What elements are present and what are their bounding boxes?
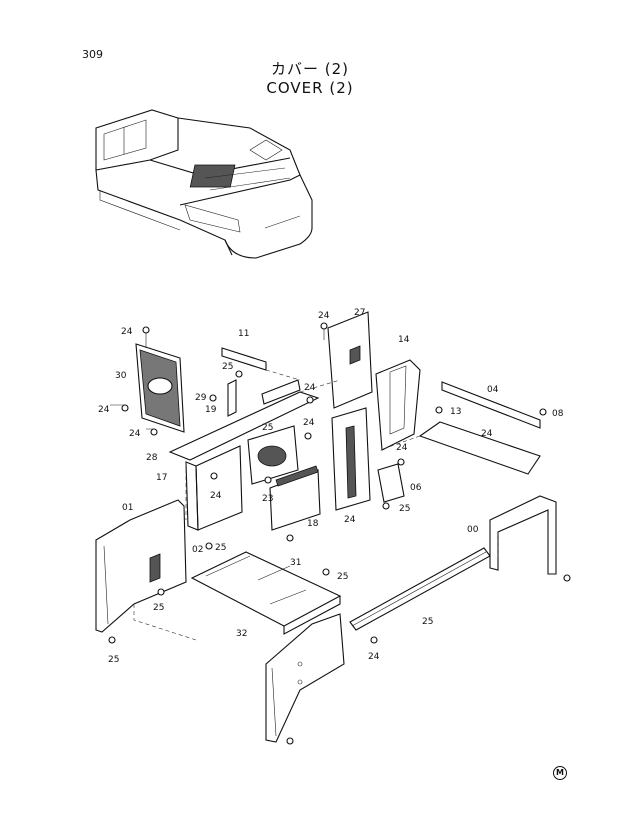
- callout-label: 24: [481, 429, 493, 439]
- callout-labels: 24 30 24 24 28 17 01 25 25 11 25 29 19 2…: [98, 308, 564, 665]
- manufacturer-mark-icon: M: [553, 766, 567, 780]
- callout-label: 01: [122, 503, 133, 513]
- bolt-fasteners: [108, 322, 571, 745]
- callout-label: 18: [307, 519, 319, 529]
- callout-label: 08: [552, 409, 564, 419]
- callout-label: 25: [153, 603, 164, 613]
- callout-label: 13: [450, 407, 461, 417]
- callout-label: 11: [238, 329, 249, 339]
- callout-label: 19: [205, 405, 217, 415]
- callout-label: 32: [236, 629, 247, 639]
- part-06-13-rails: [379, 381, 541, 475]
- callout-label: 24: [368, 652, 380, 662]
- part-32-14-brackets: [375, 359, 421, 503]
- part-19-bracket: [247, 425, 299, 485]
- callout-label: 29: [195, 393, 207, 403]
- callout-label: 25: [222, 362, 233, 372]
- callout-label: 04: [487, 385, 499, 395]
- part-18-panel: [269, 465, 321, 531]
- part-02-floor-plate: [190, 551, 342, 635]
- part-04-side-frame: [489, 495, 557, 575]
- callout-label: 24: [396, 443, 408, 453]
- callout-label: 25: [215, 543, 226, 553]
- excavator-overview-illustration: [95, 109, 313, 259]
- callout-label: 27: [354, 308, 365, 318]
- callout-label: 28: [146, 453, 158, 463]
- callout-label: 25: [399, 504, 410, 514]
- callout-label: 30: [115, 371, 127, 381]
- part-28-17-frame: [168, 379, 341, 531]
- callout-label: 24: [318, 311, 330, 321]
- callout-label: 24: [121, 327, 133, 337]
- callout-label: 24: [304, 383, 316, 393]
- part-11-29-brackets: [221, 347, 301, 417]
- callout-label: 24: [129, 429, 141, 439]
- callout-label: 14: [398, 335, 410, 345]
- callout-label: 25: [108, 655, 119, 665]
- callout-label: 06: [410, 483, 422, 493]
- callout-label: 24: [210, 491, 222, 501]
- callout-label: 25: [337, 572, 348, 582]
- part-08-long-rail: [349, 547, 491, 631]
- part-30-panel: [135, 343, 185, 433]
- callout-label: 23: [262, 494, 273, 504]
- part-01-side-frame: [95, 499, 197, 641]
- callout-label: 17: [156, 473, 167, 483]
- callout-label: 24: [303, 418, 315, 428]
- callout-label: 25: [422, 617, 433, 627]
- part-31-27-plates: [327, 311, 373, 511]
- callout-label: 02: [192, 545, 203, 555]
- callout-label: 31: [290, 558, 301, 568]
- page-number: 309: [82, 48, 103, 61]
- page-title-japanese: カバー (2): [270, 60, 350, 78]
- part-00-front-frame: [265, 613, 345, 743]
- callout-label: 00: [467, 525, 479, 535]
- callout-label: 24: [344, 515, 356, 525]
- callout-label: 25: [262, 423, 273, 433]
- page-title-english: COVER (2): [266, 79, 354, 97]
- callout-label: 24: [98, 405, 110, 415]
